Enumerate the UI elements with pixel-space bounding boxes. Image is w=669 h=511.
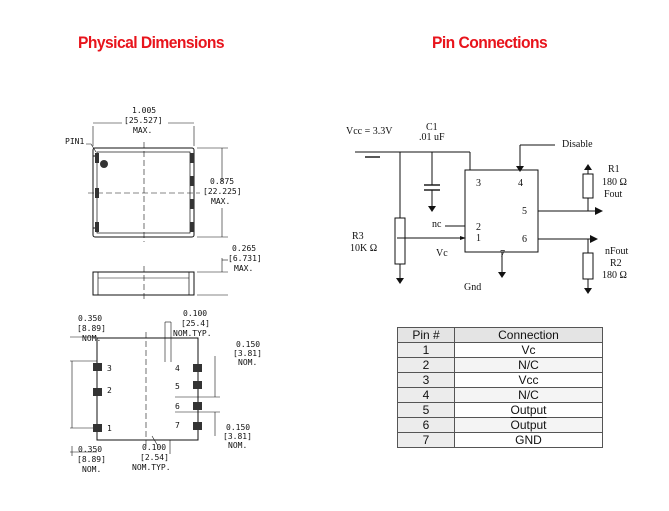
package-top-view bbox=[92, 147, 195, 238]
svg-text:4: 4 bbox=[518, 178, 523, 189]
svg-text:0.100: 0.100 bbox=[183, 309, 207, 318]
svg-text:nc: nc bbox=[432, 219, 442, 230]
svg-text:1: 1 bbox=[476, 233, 481, 244]
r1-resistor bbox=[582, 173, 594, 199]
svg-text:[8.89]: [8.89] bbox=[77, 324, 106, 333]
svg-text:Disable: Disable bbox=[562, 139, 593, 150]
svg-text:5: 5 bbox=[175, 382, 180, 391]
svg-text:Vcc = 3.3V: Vcc = 3.3V bbox=[346, 126, 393, 137]
svg-text:[6.731]: [6.731] bbox=[228, 254, 262, 263]
table-header-row: Pin # Connection bbox=[397, 327, 603, 343]
svg-text:0.350: 0.350 bbox=[78, 445, 102, 454]
svg-text:7: 7 bbox=[175, 421, 180, 430]
svg-text:5: 5 bbox=[522, 206, 527, 217]
svg-text:Vc: Vc bbox=[436, 248, 448, 259]
svg-text:0.350: 0.350 bbox=[78, 314, 102, 323]
svg-text:2: 2 bbox=[476, 222, 481, 233]
svg-text:[3.81]: [3.81] bbox=[223, 432, 252, 441]
svg-text:2: 2 bbox=[107, 386, 112, 395]
pin1-label: PIN1 bbox=[65, 137, 84, 146]
svg-text:MAX.: MAX. bbox=[211, 197, 230, 206]
pad-3 bbox=[93, 363, 102, 371]
svg-text:0.100: 0.100 bbox=[142, 443, 166, 452]
package-side-view bbox=[92, 271, 195, 296]
svg-text:10K Ω: 10K Ω bbox=[350, 243, 377, 254]
svg-text:[2.54]: [2.54] bbox=[140, 453, 169, 462]
pad-7 bbox=[193, 422, 202, 430]
pad-4 bbox=[193, 364, 202, 372]
svg-text:[25.527]: [25.527] bbox=[124, 116, 163, 125]
svg-text:R2: R2 bbox=[610, 258, 622, 269]
svg-text:180 Ω: 180 Ω bbox=[602, 177, 627, 188]
svg-text:.01 uF: .01 uF bbox=[419, 132, 445, 143]
svg-text:NOM.TYP.: NOM.TYP. bbox=[173, 329, 212, 338]
svg-text:180 Ω: 180 Ω bbox=[602, 270, 627, 281]
physical-dimensions-heading: Physical Dimensions bbox=[78, 33, 225, 52]
svg-text:6: 6 bbox=[175, 402, 180, 411]
svg-text:NOM.TYP.: NOM.TYP. bbox=[132, 463, 171, 472]
svg-text:3: 3 bbox=[476, 178, 481, 189]
pin-connection-schematic: Vcc = 3.3V C1 .01 uF Disable R1 180 Ω Fo… bbox=[346, 122, 629, 294]
physical-dimensions-drawing: PIN1 1.005 [25.527] MAX. 0.875 [22.225] … bbox=[65, 106, 262, 474]
svg-text:Fout: Fout bbox=[604, 189, 623, 200]
pad-2 bbox=[93, 388, 102, 396]
svg-text:1.005: 1.005 bbox=[132, 106, 156, 115]
svg-text:0.150: 0.150 bbox=[226, 423, 250, 432]
svg-text:Gnd: Gnd bbox=[464, 282, 481, 293]
svg-text:R1: R1 bbox=[608, 164, 620, 175]
svg-text:NOM.: NOM. bbox=[82, 465, 101, 474]
svg-text:C1: C1 bbox=[426, 122, 438, 133]
svg-text:6: 6 bbox=[522, 234, 527, 245]
r3-resistor bbox=[394, 217, 406, 265]
svg-text:7: 7 bbox=[500, 249, 505, 260]
r2-resistor bbox=[582, 252, 594, 280]
svg-text:MAX.: MAX. bbox=[133, 126, 152, 135]
svg-text:NOM.: NOM. bbox=[238, 358, 257, 367]
header-pin-number: Pin # bbox=[397, 327, 455, 343]
pad-1 bbox=[93, 424, 102, 432]
svg-text:0.265: 0.265 bbox=[232, 244, 256, 253]
svg-text:[3.81]: [3.81] bbox=[233, 349, 262, 358]
svg-text:NOM.: NOM. bbox=[82, 334, 101, 343]
header-connection: Connection bbox=[454, 327, 603, 343]
svg-text:NOM.: NOM. bbox=[228, 441, 247, 450]
svg-text:[25.4]: [25.4] bbox=[181, 319, 210, 328]
svg-text:4: 4 bbox=[175, 364, 180, 373]
pin1-marker bbox=[100, 160, 108, 168]
svg-text:1: 1 bbox=[107, 424, 112, 433]
pad-6 bbox=[193, 402, 202, 410]
svg-text:3: 3 bbox=[107, 364, 112, 373]
svg-text:[8.89]: [8.89] bbox=[77, 455, 106, 464]
pad-5 bbox=[193, 381, 202, 389]
svg-text:0.875: 0.875 bbox=[210, 177, 234, 186]
svg-text:[22.225]: [22.225] bbox=[203, 187, 242, 196]
pin-connections-heading: Pin Connections bbox=[432, 33, 548, 52]
svg-text:R3: R3 bbox=[352, 231, 364, 242]
svg-text:MAX.: MAX. bbox=[234, 264, 253, 273]
package-bottom-view bbox=[96, 337, 199, 441]
svg-text:0.150: 0.150 bbox=[236, 340, 260, 349]
svg-text:nFout: nFout bbox=[605, 246, 629, 257]
